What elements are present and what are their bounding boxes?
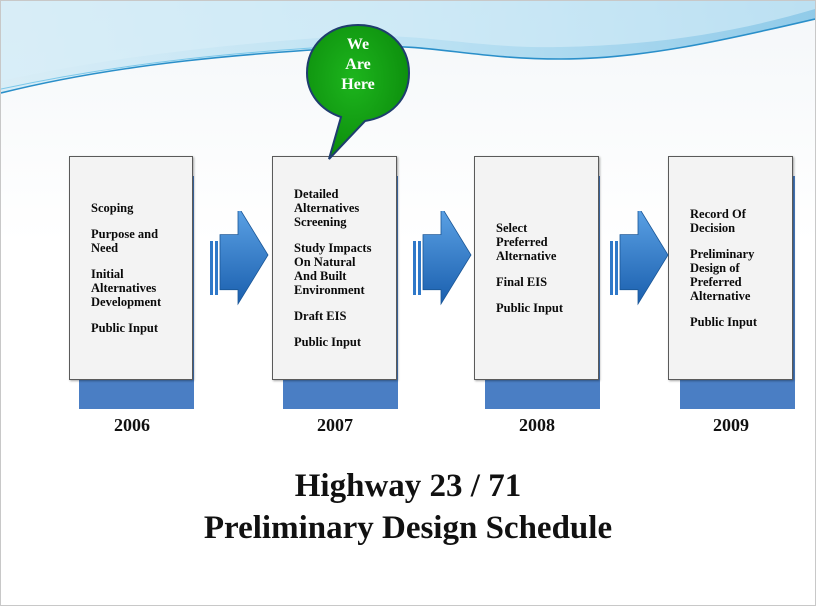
phase-card-2009: Record Of Decision Preliminary Design of… [668, 156, 793, 380]
arrow-right-icon [610, 211, 669, 306]
phase-item: Public Input [496, 301, 564, 315]
phase-card-2008: Select Preferred Alternative Final EIS P… [474, 156, 599, 380]
phase-item: Scoping [91, 201, 134, 215]
phase-item: Draft EIS [294, 309, 347, 323]
year-label: 2007 [317, 415, 353, 435]
title-line-1: Highway 23 / 71 [294, 468, 522, 504]
phase-item: Public Input [91, 321, 159, 335]
year-label: 2006 [114, 415, 150, 435]
phase-card-2006: Scoping Purpose and Need Initial Alterna… [69, 156, 193, 380]
phase-item: Detailed Alternatives Screening [294, 187, 360, 229]
arrow-right-icon [413, 211, 472, 306]
phase-item: Select Preferred Alternative [496, 221, 557, 263]
phase-item: Public Input [294, 335, 362, 349]
phase-item: Study Impacts On Natural And Built Envir… [294, 241, 372, 297]
phase-item: Preliminary Design of Preferred Alternat… [690, 247, 755, 303]
wave-header-decoration [1, 1, 815, 94]
phase-item: Purpose and Need [91, 227, 159, 255]
phase-item: Final EIS [496, 275, 548, 289]
phase-item: Record Of Decision [690, 207, 746, 235]
arrow-right-icon [210, 211, 269, 306]
year-label: 2008 [519, 415, 555, 435]
we-are-here-text: We Are Here [341, 36, 375, 93]
phase-item: Initial Alternatives Development [91, 267, 162, 309]
year-label: 2009 [713, 415, 749, 435]
title-line-2: Preliminary Design Schedule [203, 510, 613, 546]
phase-card-2007: Detailed Alternatives Screening Study Im… [272, 156, 397, 380]
we-are-here-callout [305, 23, 411, 160]
phase-item: Public Input [690, 315, 758, 329]
